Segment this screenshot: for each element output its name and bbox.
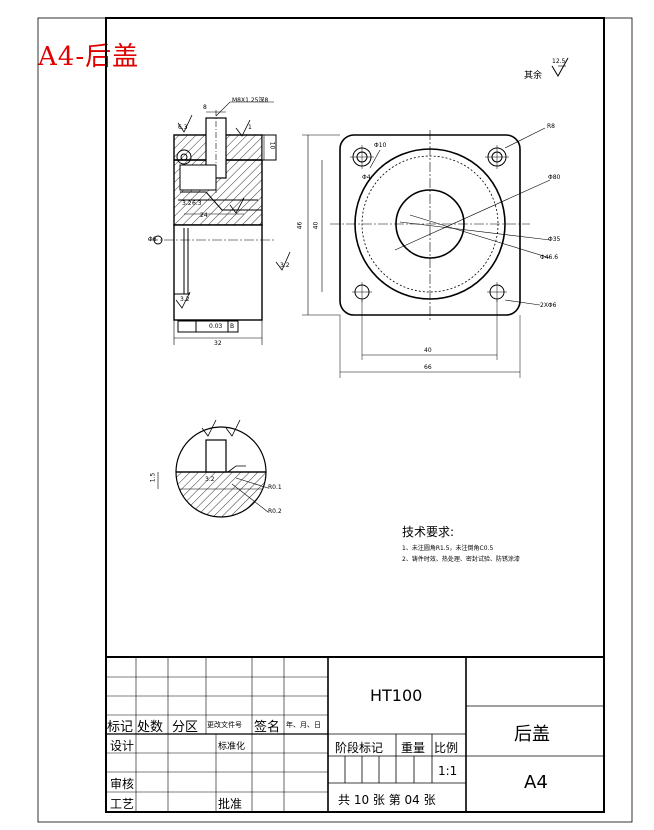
dim-phi-small: Φ6 — [148, 236, 157, 243]
sheet-size: A4 — [524, 772, 548, 793]
dim-d7: 3.2 — [182, 200, 192, 207]
dim-d8: 6.3 — [178, 124, 188, 131]
weight-label: 重量 — [401, 741, 426, 755]
dim-d1: 1 — [248, 124, 252, 131]
role-review: 审核 — [110, 777, 135, 791]
detail-view — [157, 419, 269, 518]
role-design: 设计 — [110, 739, 135, 753]
scale-value: 1:1 — [438, 764, 458, 778]
dim-v40: 40 — [312, 221, 320, 230]
scale-label: 比例 — [434, 741, 459, 755]
dim-face: 3.2 — [180, 296, 190, 303]
dim-v46: 46 — [296, 221, 304, 230]
tech-heading: 技术要求: — [402, 525, 455, 539]
roughness-symbol — [551, 57, 569, 77]
dim-holes: 2XΦ6 — [540, 302, 557, 309]
dim-phi-46: Φ46.6 — [540, 254, 559, 261]
rev-header-mark: 标记 — [107, 720, 134, 735]
rev-header-doc: 更改文件号 — [207, 721, 242, 729]
dim-phi-10: Φ10 — [374, 142, 387, 149]
dim-h1: 1.5 — [149, 472, 157, 483]
dim-d9: 6.3 — [192, 200, 202, 207]
dim-phi-outer: Φ80 — [548, 174, 561, 181]
section-view — [148, 101, 291, 345]
role-standardize: 标准化 — [218, 742, 246, 752]
roughness-prefix: 其余 — [524, 71, 543, 81]
tol-value: 0.03 — [209, 323, 223, 330]
tech-item-2: 2、铸件时效、热处理、密封试验、防锈涂漆 — [402, 556, 520, 563]
dim-top: 8 — [203, 104, 207, 111]
rev-header-date: 年、月、日 — [286, 721, 321, 729]
dim-h40: 40 — [424, 347, 432, 354]
dim-r2: R0.2 — [268, 508, 282, 515]
dim-r-corner: R8 — [547, 123, 555, 130]
dim-thread: M8X1.25深8 — [232, 97, 269, 104]
tech-item-1: 1、未注圆角R1.5，未注倒角C0.5 — [402, 545, 494, 552]
dim-phi-bore: Φ4 — [362, 174, 371, 181]
plan-view — [302, 127, 551, 378]
sheet-title: A4-后盖 — [38, 42, 140, 72]
dim-detail-face: 3.2 — [205, 476, 215, 483]
dim-h66: 66 — [424, 364, 432, 371]
dim-phi-35: Φ35 — [548, 236, 561, 243]
role-process: 工艺 — [110, 797, 135, 811]
dim-d3: 24 — [200, 212, 208, 219]
dim-face2: 3.2 — [280, 262, 290, 269]
dim-d2: 10 — [268, 141, 276, 150]
outer-border — [37, 17, 633, 823]
rev-header-count: 处数 — [137, 720, 164, 735]
tol-datum: B — [230, 323, 235, 330]
roughness-value: 12.5 — [552, 58, 566, 65]
dim-r1: R0.1 — [268, 484, 282, 491]
part-name: 后盖 — [514, 724, 550, 745]
rev-header-sign: 签名 — [254, 720, 281, 735]
rev-header-zone: 分区 — [172, 720, 199, 735]
sheet-count: 共 10 张 第 04 张 — [338, 793, 436, 807]
role-approve: 批准 — [218, 797, 243, 811]
title-block — [105, 656, 605, 813]
material: HT100 — [370, 686, 423, 705]
dim-d4: 32 — [214, 340, 222, 347]
stage-mark: 阶段标记 — [335, 741, 384, 755]
